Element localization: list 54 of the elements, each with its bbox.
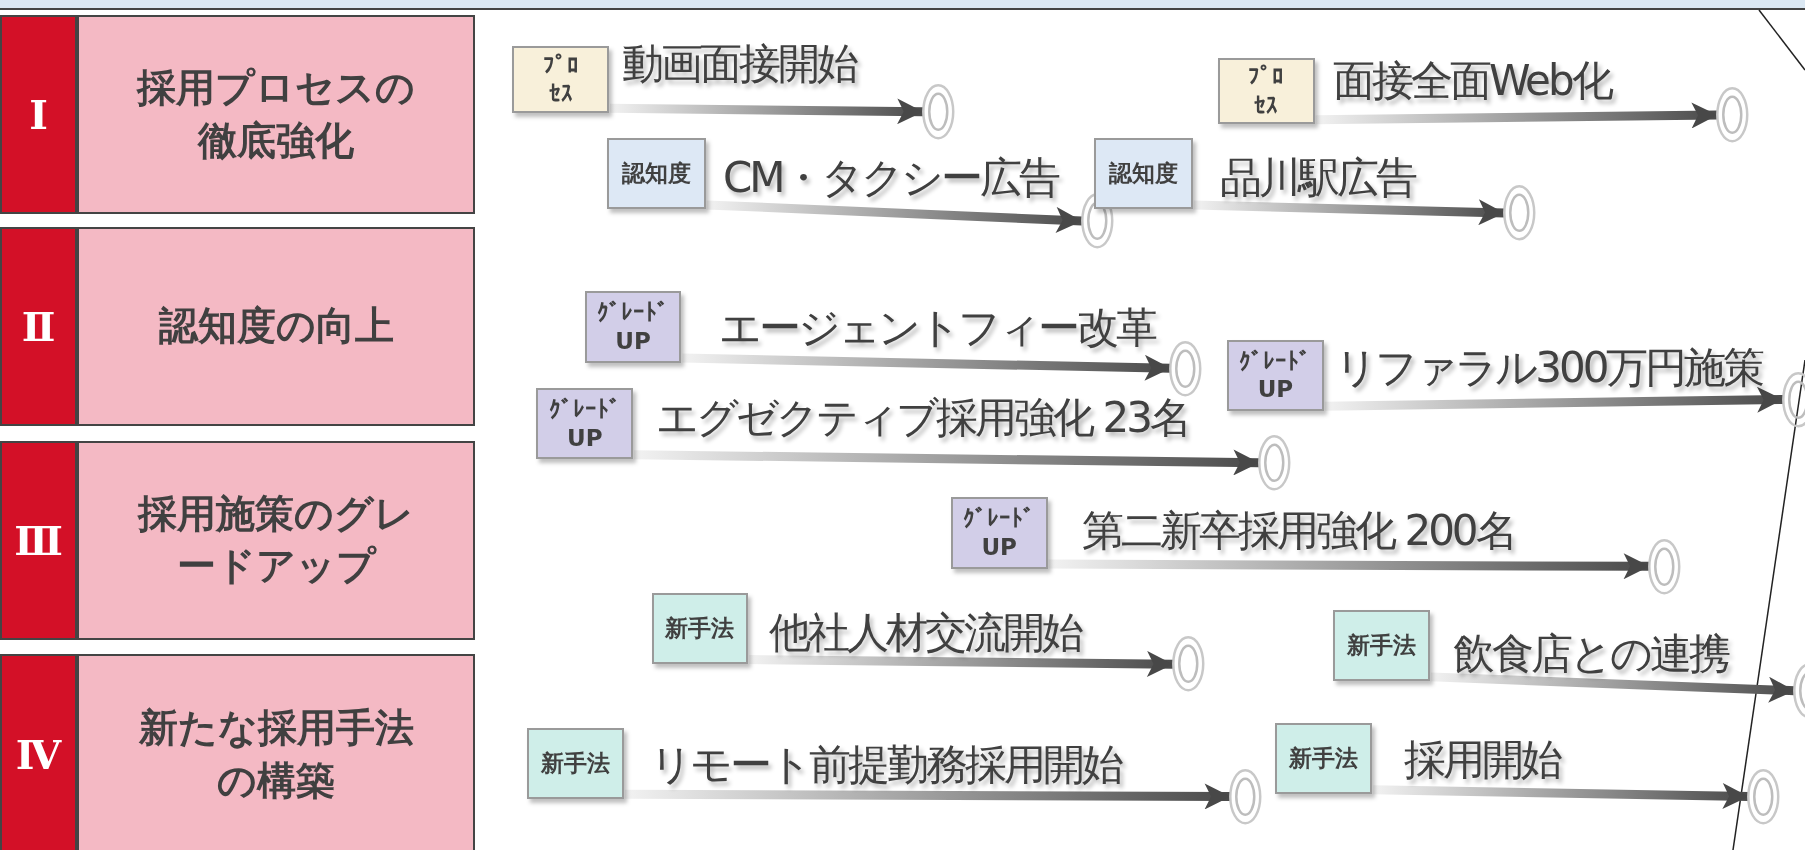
category-tag: ｸﾞﾚｰﾄﾞ UP — [950, 497, 1048, 569]
category-tag: ｸﾞﾚｰﾄﾞ UP — [536, 387, 634, 460]
arrow — [682, 353, 1171, 381]
arrow — [749, 650, 1174, 677]
edge-label: エグゼクティブ採用強化 23名 — [656, 394, 1189, 442]
category-tag: 新手法 — [651, 592, 749, 665]
target-ring — [920, 82, 956, 141]
edge-label: 第二新卒採用強化 200名 — [1082, 507, 1515, 554]
edge-label: リモート前提勤務採用開始 — [650, 742, 1122, 789]
target-ring — [1168, 339, 1203, 398]
edge-label: 品川駅広告 — [1220, 155, 1416, 202]
category-tag: ﾌﾟﾛｾｽ — [512, 46, 609, 113]
category-tag: 認知度 — [1093, 138, 1193, 210]
numeral-box: Ⅳ — [0, 653, 78, 850]
edge-label: 面接全面Web化 — [1333, 57, 1611, 104]
target-ring — [1780, 370, 1805, 429]
edge-label: 飲食店との連携 — [1452, 630, 1728, 677]
category-tag: 新手法 — [527, 727, 624, 799]
arrow — [1315, 102, 1718, 129]
edge-label: リファラル300万円施策 — [1335, 345, 1763, 392]
heading-box: 採用プロセスの徹底強化 — [77, 14, 476, 215]
numeral-box: Ⅱ — [0, 226, 78, 426]
category-tag: 新手法 — [1275, 722, 1373, 795]
heading-box: 採用施策のグレードアップ — [77, 440, 476, 640]
edge-label: エージェントフィー改革 — [719, 305, 1156, 352]
arrow — [634, 449, 1260, 476]
category-tag: 新手法 — [1333, 610, 1430, 682]
edge-label: 動画面接開始 — [621, 41, 856, 88]
target-ring — [1502, 184, 1537, 242]
target-ring — [1647, 537, 1682, 596]
heading-box: 認知度の向上 — [77, 226, 476, 426]
target-ring — [1257, 433, 1292, 492]
arrow — [1430, 672, 1795, 703]
target-ring — [1170, 635, 1206, 693]
arrow — [706, 200, 1083, 233]
category-tag: 認知度 — [606, 138, 706, 210]
target-ring — [1228, 767, 1263, 826]
numeral-box: Ⅲ — [0, 440, 78, 640]
heading-box: 新たな採用手法の構築 — [77, 653, 476, 850]
category-tag: ｸﾞﾚｰﾄﾞ UP — [584, 291, 682, 363]
edge-label: CM・タクシー広告 — [722, 155, 1059, 202]
arrow — [624, 783, 1231, 810]
arrow — [1193, 199, 1505, 226]
numeral-box: Ⅰ — [0, 14, 78, 215]
arrow — [1048, 553, 1650, 580]
target-ring — [1746, 767, 1781, 826]
arrow — [609, 98, 924, 125]
arrow — [1373, 783, 1749, 810]
category-tag: ｸﾞﾚｰﾄﾞ UP — [1227, 339, 1324, 411]
target-ring — [1715, 86, 1750, 144]
edge-label: 採用開始 — [1404, 736, 1561, 783]
edge-label: 他社人材交流開始 — [768, 610, 1081, 657]
category-tag: ﾌﾟﾛｾｽ — [1217, 57, 1315, 125]
target-ring — [1079, 192, 1115, 250]
